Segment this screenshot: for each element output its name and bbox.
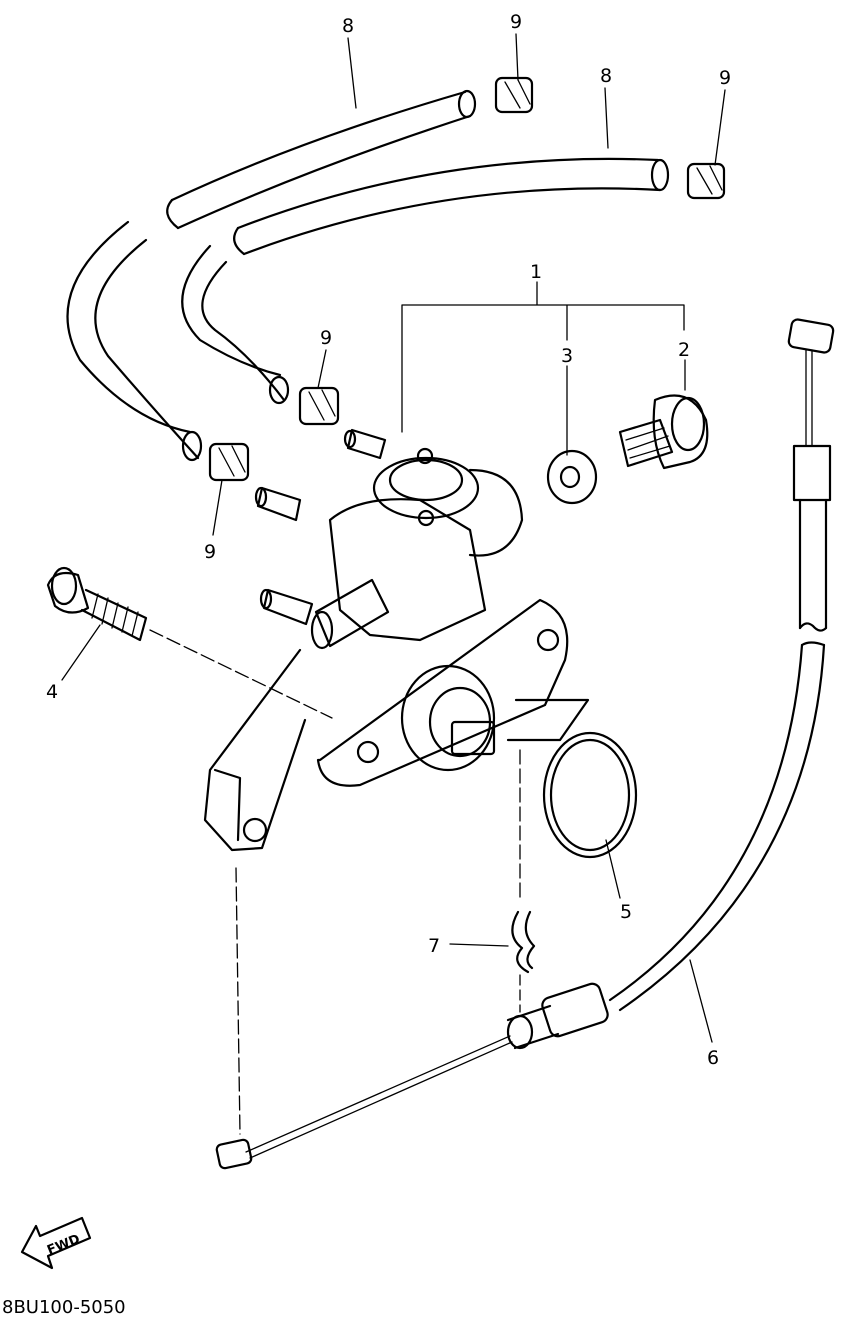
- label-1: 1: [530, 261, 542, 283]
- label-2: 2: [678, 339, 690, 361]
- retaining-clip: [511, 910, 536, 974]
- label-8-upper: 8: [342, 15, 354, 37]
- banjo-bolt: [618, 394, 709, 470]
- hose-left-inner: [181, 244, 290, 405]
- label-7: 7: [428, 935, 440, 957]
- label-9-top-center: 9: [510, 11, 522, 33]
- oil-pump-assembly: [203, 428, 590, 852]
- label-9-mid-left: 9: [204, 541, 216, 563]
- label-8-middle: 8: [600, 65, 612, 87]
- label-5: 5: [620, 901, 632, 923]
- clamp-mid-left: [208, 442, 250, 482]
- leader-lines: [61, 33, 726, 1135]
- label-6: 6: [707, 1047, 719, 1069]
- drawing-code: 8BU100-5050: [2, 1297, 126, 1318]
- hose-upper: [166, 89, 477, 230]
- hose-left-outer: [66, 220, 203, 462]
- clamp-mid-center: [298, 386, 340, 426]
- label-9-mid-center: 9: [320, 327, 332, 349]
- clamp-top-center: [494, 76, 534, 114]
- washer: [546, 449, 598, 505]
- pump-mounting-bolt: [46, 566, 148, 642]
- o-ring: [542, 731, 638, 859]
- label-4: 4: [46, 681, 58, 703]
- fwd-direction-badge: FWD: [20, 1216, 92, 1270]
- part-labels: 1 2 3 4 5 6 7 8 8 9 9 9 9: [46, 11, 731, 1069]
- pump-cable: [215, 318, 835, 1170]
- hose-middle: [233, 157, 670, 256]
- label-3: 3: [561, 345, 573, 367]
- label-9-top-right: 9: [719, 67, 731, 89]
- clamp-top-right: [686, 162, 726, 200]
